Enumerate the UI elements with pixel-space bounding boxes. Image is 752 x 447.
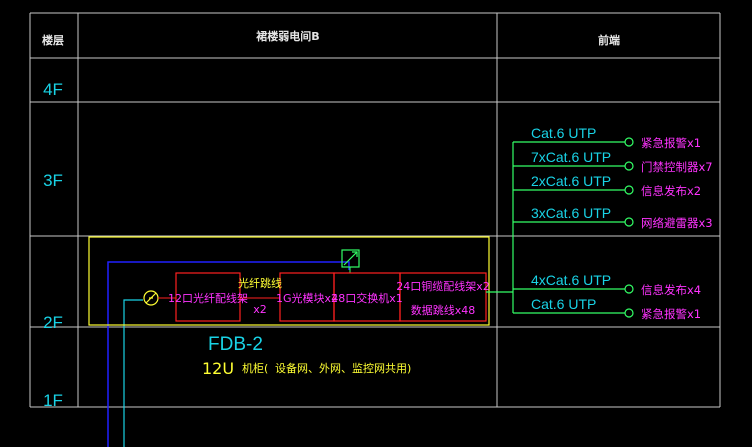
device-label: 信息发布x2 (641, 184, 701, 198)
module-odf-label: 12口光纤配线架 (168, 291, 248, 305)
router-icon (341, 249, 360, 268)
module-sfp-label: 1G光模块x2 (276, 291, 338, 305)
cable-label: 3xCat.6 UTP (531, 205, 611, 221)
floor-label-3f: 3F (43, 171, 63, 190)
cable-label: 4xCat.6 UTP (531, 272, 611, 288)
floor-label-4f: 4F (43, 80, 63, 99)
module-patch-panel-label: 24口铜缆配线架x2 (396, 279, 490, 293)
module-patch-cords-label: 数据跳线x48 (411, 303, 476, 317)
surge-protector-icon (143, 290, 159, 306)
terminal-node-icon (624, 137, 634, 147)
cabinet-desc: 设备网、外网、监控网共用) (275, 361, 411, 375)
device-label: 门禁控制器x7 (641, 160, 713, 174)
blue-riser-line (107, 261, 350, 447)
device-label: 紧急报警x1 (641, 307, 701, 321)
header-floor: 楼层 (42, 33, 64, 47)
header-front-end: 前端 (598, 33, 620, 47)
terminal-node-icon (624, 217, 634, 227)
module-box-odf (175, 272, 241, 322)
cabinet-outline (88, 236, 490, 326)
cabinet-name: FDB-2 (208, 334, 263, 355)
fiber-jumper-label: 光纤跳线 (238, 276, 282, 290)
header-weak-room: 裙楼弱电间B (256, 29, 319, 43)
device-label: 信息发布x4 (641, 283, 701, 297)
fiber-jumper-qty: x2 (253, 303, 267, 316)
terminal-node-icon (624, 185, 634, 195)
cyan-riser-line (123, 299, 143, 447)
device-label: 紧急报警x1 (641, 136, 701, 150)
terminal-node-icon (624, 308, 634, 318)
device-label: 网络避雷器x3 (641, 216, 713, 230)
front-end-links: Cat.6 UTP 紧急报警x1 7xCat.6 UTP 门禁控制器x7 2xCat.6… (513, 125, 713, 321)
cabinet-desc-prefix: 机柜( (242, 361, 268, 375)
cabinet-size: 12U (202, 359, 234, 378)
table-grid (29, 12, 721, 408)
cable-label: 2xCat.6 UTP (531, 173, 611, 189)
cable-label: 7xCat.6 UTP (531, 149, 611, 165)
cable-label: Cat.6 UTP (531, 125, 596, 141)
terminal-node-icon (624, 161, 634, 171)
floor-label-1f: 1F (43, 391, 63, 410)
module-switch-label: 48口交换机x1 (331, 291, 403, 305)
cable-label: Cat.6 UTP (531, 296, 596, 312)
terminal-node-icon (624, 284, 634, 294)
floor-label-2f: 2F (43, 313, 63, 332)
module-box-patch-panel (399, 272, 487, 322)
